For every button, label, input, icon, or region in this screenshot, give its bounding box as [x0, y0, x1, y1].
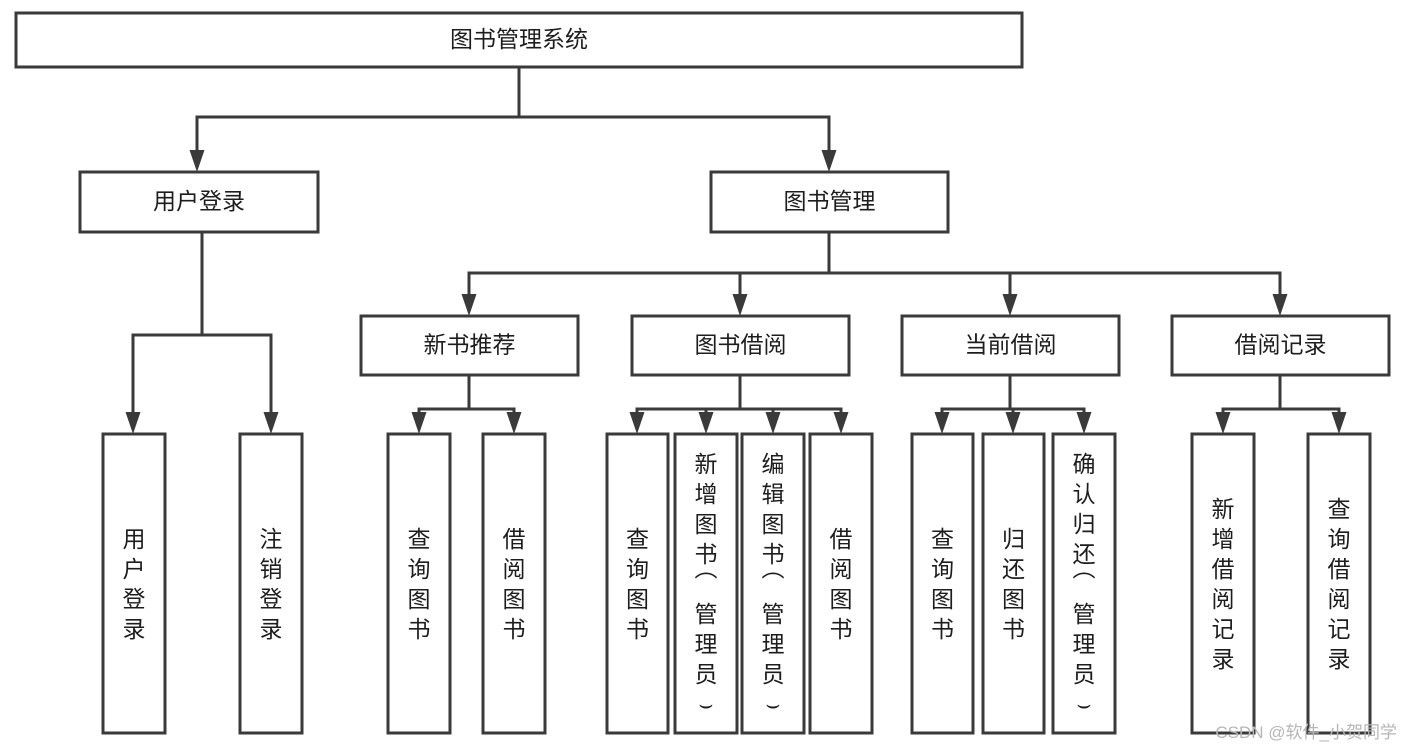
user-login-drop-1-arrowhead — [263, 412, 279, 434]
node-borrow-record[interactable]: 借阅记录 — [1170, 314, 1391, 377]
book-manage-drop-0-arrowhead — [461, 294, 477, 316]
node-new-book-recommend-label: 新书推荐 — [424, 332, 516, 358]
node-title-label: 图书管理系统 — [450, 26, 588, 52]
node-book-manage[interactable]: 图书管理 — [709, 170, 950, 234]
node-leaf-add-borrow-record-box[interactable] — [1190, 432, 1256, 735]
node-current-borrow-box[interactable] — [900, 314, 1121, 377]
node-leaf-add-book-admin[interactable]: 新增图书⌒管理员⌣ — [673, 432, 739, 735]
borrow-record-drop-1-arrowhead — [1331, 412, 1347, 434]
node-leaf-query-book-1-label: 查询图书 — [408, 526, 431, 642]
node-leaf-borrow-book-2-label: 借阅图书 — [830, 526, 853, 642]
node-leaf-query-borrow-record-label: 查询借阅记录 — [1328, 496, 1351, 672]
book-borrow-drop-1-arrowhead — [698, 412, 714, 434]
node-leaf-user-logout-box[interactable] — [238, 432, 304, 735]
new-book-recommend-drop-1-arrowhead — [506, 412, 522, 434]
node-boxes-layer: 图书管理系统用户登录图书管理新书推荐图书借阅当前借阅借阅记录用户登录注销登录查询… — [14, 11, 1391, 735]
node-current-borrow-label: 当前借阅 — [965, 332, 1057, 358]
book-borrow-drop-0-arrowhead — [629, 412, 645, 434]
node-leaf-query-book-1-box[interactable] — [386, 432, 452, 735]
node-leaf-edit-book-admin-label: 编辑图书⌒管理员⌣ — [762, 451, 785, 717]
node-leaf-borrow-book-2[interactable]: 借阅图书 — [808, 432, 874, 735]
node-title-box[interactable] — [14, 11, 1024, 69]
node-leaf-user-login-label: 用户登录 — [123, 526, 146, 642]
node-leaf-borrow-book-2-box[interactable] — [808, 432, 874, 735]
node-user-login-box[interactable] — [78, 170, 320, 234]
node-leaf-user-login-box[interactable] — [101, 432, 167, 735]
node-leaf-return-book-label: 归还图书 — [1002, 526, 1025, 642]
node-leaf-borrow-book-1[interactable]: 借阅图书 — [481, 432, 547, 735]
node-new-book-recommend[interactable]: 新书推荐 — [359, 314, 580, 377]
book-manage-drop-1-arrowhead — [732, 294, 748, 316]
node-leaf-return-book[interactable]: 归还图书 — [981, 432, 1046, 735]
book-manage-drop-2-arrowhead — [1002, 294, 1018, 316]
node-leaf-query-book-2[interactable]: 查询图书 — [605, 432, 670, 735]
node-leaf-user-login[interactable]: 用户登录 — [101, 432, 167, 735]
root-drop-0-arrowhead — [189, 150, 205, 172]
node-leaf-borrow-book-1-label: 借阅图书 — [503, 526, 526, 642]
node-leaf-add-borrow-record[interactable]: 新增借阅记录 — [1190, 432, 1256, 735]
node-leaf-return-book-box[interactable] — [981, 432, 1046, 735]
node-title[interactable]: 图书管理系统 — [14, 11, 1024, 69]
node-leaf-confirm-return-admin-label: 确认归还⌒管理员⌣ — [1073, 451, 1096, 717]
node-leaf-user-logout-label: 注销登录 — [260, 526, 283, 642]
node-user-login[interactable]: 用户登录 — [78, 170, 320, 234]
node-leaf-query-borrow-record[interactable]: 查询借阅记录 — [1306, 432, 1372, 735]
node-leaf-query-book-3[interactable]: 查询图书 — [910, 432, 975, 735]
node-borrow-record-label: 借阅记录 — [1235, 332, 1327, 358]
node-leaf-borrow-book-1-box[interactable] — [481, 432, 547, 735]
node-leaf-edit-book-admin-box[interactable] — [740, 432, 806, 735]
book-manage-drop-3-arrowhead — [1272, 294, 1288, 316]
node-leaf-confirm-return-admin-box[interactable] — [1051, 432, 1117, 735]
node-leaf-add-book-admin-box[interactable] — [673, 432, 739, 735]
node-book-manage-label: 图书管理 — [784, 188, 876, 214]
node-leaf-query-book-2-box[interactable] — [605, 432, 670, 735]
book-borrow-drop-2-arrowhead — [765, 412, 781, 434]
node-current-borrow[interactable]: 当前借阅 — [900, 314, 1121, 377]
node-book-borrow[interactable]: 图书借阅 — [630, 314, 851, 377]
current-borrow-drop-2-arrowhead — [1076, 412, 1092, 434]
node-new-book-recommend-box[interactable] — [359, 314, 580, 377]
node-leaf-query-borrow-record-box[interactable] — [1306, 432, 1372, 735]
node-book-borrow-box[interactable] — [630, 314, 851, 377]
current-borrow-drop-0-arrowhead — [934, 412, 950, 434]
book-borrow-drop-3-arrowhead — [833, 412, 849, 434]
new-book-recommend-drop-0-arrowhead — [411, 412, 427, 434]
node-leaf-query-book-3-box[interactable] — [910, 432, 975, 735]
user-login-drop-0-arrowhead — [125, 412, 141, 434]
node-user-login-label: 用户登录 — [153, 188, 245, 214]
borrow-record-drop-0-arrowhead — [1215, 412, 1231, 434]
current-borrow-drop-1-arrowhead — [1005, 412, 1021, 434]
node-leaf-edit-book-admin[interactable]: 编辑图书⌒管理员⌣ — [740, 432, 806, 735]
node-leaf-confirm-return-admin[interactable]: 确认归还⌒管理员⌣ — [1051, 432, 1117, 735]
node-leaf-add-borrow-record-label: 新增借阅记录 — [1212, 496, 1235, 672]
csdn-watermark: CSDN @软件_小贺同学 — [1215, 723, 1397, 742]
node-borrow-record-box[interactable] — [1170, 314, 1391, 377]
node-leaf-add-book-admin-label: 新增图书⌒管理员⌣ — [695, 451, 718, 717]
node-leaf-query-book-1[interactable]: 查询图书 — [386, 432, 452, 735]
root-drop-1-arrowhead — [821, 150, 837, 172]
node-leaf-query-book-2-label: 查询图书 — [626, 526, 649, 642]
connector-lines-layer — [125, 65, 1347, 434]
node-book-manage-box[interactable] — [709, 170, 950, 234]
node-leaf-query-book-3-label: 查询图书 — [931, 526, 954, 642]
node-leaf-user-logout[interactable]: 注销登录 — [238, 432, 304, 735]
node-book-borrow-label: 图书借阅 — [695, 332, 787, 358]
